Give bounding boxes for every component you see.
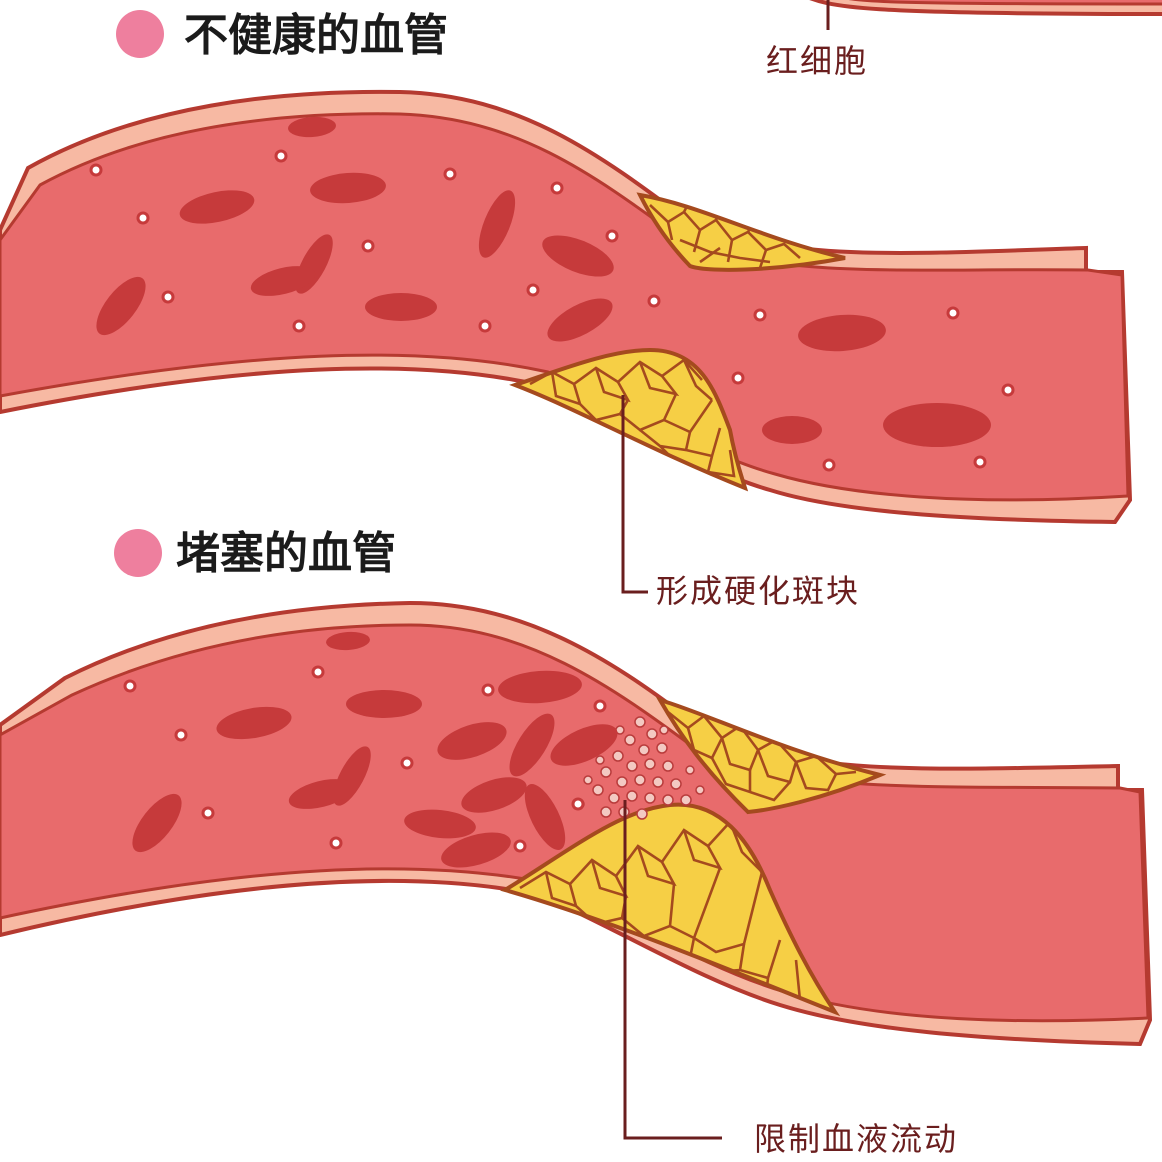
platelet <box>973 455 987 469</box>
red-blood-cells-lower <box>132 631 618 868</box>
platelet <box>946 306 960 320</box>
plaque-formation-label: 形成硬化斑块 <box>656 572 860 610</box>
plaque-lower-texture <box>529 358 736 478</box>
platelet <box>443 167 457 181</box>
platelet <box>201 806 215 820</box>
red-blood-cell <box>437 722 507 760</box>
red-blood-cell <box>288 779 354 809</box>
red-blood-cell <box>498 670 582 704</box>
platelet <box>822 458 836 472</box>
platelet <box>753 308 767 322</box>
platelet <box>174 728 188 742</box>
flow-leader-line <box>623 800 722 1140</box>
platelet <box>292 319 306 333</box>
unhealthy-heading: 不健康的血管 <box>116 10 448 61</box>
vessel-lumen <box>0 112 1130 502</box>
platelet <box>605 229 619 243</box>
red-blood-cell <box>542 235 614 277</box>
heading-bullet-icon <box>116 10 164 58</box>
platelet <box>513 839 527 853</box>
heading-bullet-icon <box>114 529 162 577</box>
platelet <box>400 756 414 770</box>
platelet <box>593 699 607 713</box>
platelet-clump <box>575 716 705 820</box>
red-blood-cell <box>346 690 422 718</box>
platelet <box>571 797 585 811</box>
platelet <box>274 149 288 163</box>
unhealthy-vessel: 形成硬化斑块 <box>0 89 1133 610</box>
red-blood-cell <box>524 784 566 850</box>
platelets-upper <box>89 149 1015 472</box>
blocked-heading-text: 堵塞的血管 <box>176 528 396 579</box>
red-blood-cell <box>550 724 618 766</box>
red-blood-cell <box>288 116 336 138</box>
platelet <box>481 683 495 697</box>
platelet <box>136 211 150 225</box>
red-blood-cell <box>461 777 527 813</box>
red-blood-cell <box>250 266 316 296</box>
platelet <box>123 679 137 693</box>
red-blood-cell <box>326 631 370 651</box>
blocked-heading: 堵塞的血管 <box>114 528 396 579</box>
red-blood-cell <box>365 293 437 321</box>
platelet <box>311 665 325 679</box>
platelet <box>1001 383 1015 397</box>
plaque-lower <box>500 802 841 1017</box>
red-blood-cell <box>96 276 146 336</box>
plaque-leader-line <box>621 395 648 594</box>
top-vessel-lumen <box>848 0 1162 6</box>
platelet <box>361 239 375 253</box>
red-blood-cell <box>404 809 476 839</box>
platelet <box>89 163 103 177</box>
platelet <box>329 836 343 850</box>
red-blood-cell <box>883 403 991 447</box>
red-blood-cell <box>441 832 511 868</box>
red-blood-cells-upper <box>96 116 991 447</box>
platelets-lower <box>123 665 607 853</box>
platelet <box>526 283 540 297</box>
red-blood-cell <box>179 190 255 224</box>
platelet <box>731 371 745 385</box>
red-blood-cell <box>132 793 182 853</box>
platelet <box>161 290 175 304</box>
red-blood-cell <box>762 416 822 444</box>
red-blood-cell <box>509 713 555 777</box>
plaque-upper-texture <box>649 199 801 269</box>
platelet <box>647 294 661 308</box>
unhealthy-heading-text: 不健康的血管 <box>184 10 448 61</box>
red-blood-cell <box>310 172 386 204</box>
red-blood-cell <box>216 706 292 740</box>
red-blood-cell-label: 红细胞 <box>766 42 868 80</box>
red-blood-cell <box>478 190 516 258</box>
platelet <box>550 181 564 195</box>
blocked-vessel: 限制血液流动 <box>0 600 1153 1158</box>
platelet <box>478 319 492 333</box>
top-vessel-fragment: 红细胞 <box>766 0 1162 80</box>
red-blood-cell <box>547 298 613 342</box>
red-blood-cell <box>798 314 886 352</box>
restricted-flow-label: 限制血液流动 <box>754 1120 958 1158</box>
